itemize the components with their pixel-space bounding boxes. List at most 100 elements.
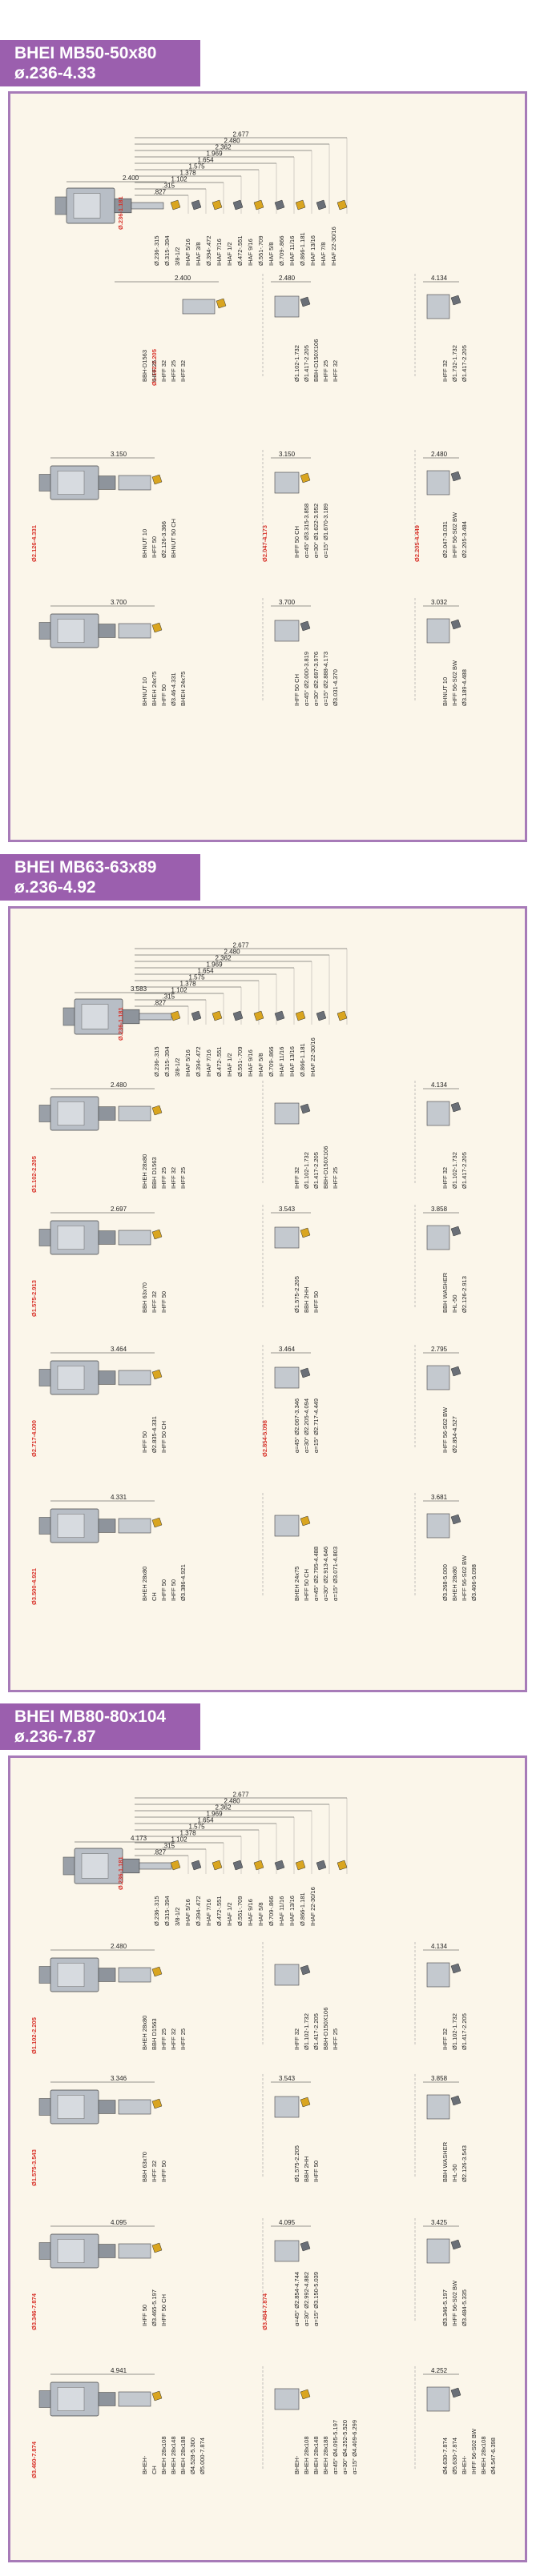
- insert-tip: [316, 1010, 327, 1021]
- holder-nose: [122, 1009, 140, 1025]
- boring-bar: [139, 1013, 172, 1021]
- tool-spec-label: IHAF 9/16: [247, 239, 254, 266]
- boring-bar: [426, 618, 450, 644]
- tool-spec-label: Ø.236-.315: [153, 1896, 160, 1926]
- tool-spec-label: IHL-50: [451, 1294, 458, 1313]
- top-dimension-label: 2.480: [224, 1798, 241, 1805]
- tool-spec-label: BBH-D150X106: [322, 2008, 329, 2050]
- top-dimension-label: 1.378: [180, 981, 197, 988]
- section-header: BHEI MB50-50x80 ø.236-4.33: [0, 40, 200, 86]
- tool-spec-label: IHFF 50: [160, 1579, 167, 1601]
- holder-nose: [98, 2244, 116, 2258]
- tool-spec-label: BHEH 28x80: [141, 1567, 148, 1601]
- holder-nose: [98, 1968, 116, 1982]
- top-dimension-label: 1.654: [198, 157, 215, 164]
- tool-spec-label: BHEH 28x108: [303, 2436, 310, 2474]
- tool-spec-label: IHFF 50: [141, 2305, 148, 2326]
- tool-spec-label: IHAF 7/16: [216, 239, 223, 266]
- tool-spec-label: IHFF 32: [151, 1291, 158, 1313]
- diameter-range-label: Ø3.500-4.921: [30, 1568, 38, 1605]
- tool-spec-label: Ø2.835-4.331: [151, 1416, 158, 1453]
- tool-spec-label: BHEH 24x75: [151, 672, 158, 706]
- holder-shank: [62, 1007, 77, 1026]
- insert-tip: [300, 1227, 311, 1238]
- tool-spec-label: BHNUT 10: [141, 677, 148, 706]
- tool-spec-label: IHFF 56-S02 BW: [451, 660, 458, 706]
- holder-length-label: 3.681: [431, 1494, 448, 1501]
- insert-tip: [253, 199, 264, 211]
- holder-length-label: 2.400: [123, 175, 139, 182]
- tool-spec-label: Ø.551-.709: [257, 235, 264, 266]
- insert-tip: [300, 1367, 311, 1378]
- tool-spec-label: Ø.709-.866: [268, 1896, 275, 1926]
- tool-spec-label: Ø.394-.472: [195, 1046, 202, 1077]
- insert-tip: [450, 1514, 461, 1525]
- holder-face: [57, 619, 85, 643]
- insert-tip: [337, 1010, 348, 1021]
- top-dimension-label: 2.362: [216, 1804, 232, 1812]
- tool-spec-label: α=30° Ø1.622-3.952: [312, 504, 320, 558]
- tool-spec-label: Ø.866-1.181: [299, 1892, 306, 1926]
- boring-bar: [274, 1366, 300, 1389]
- insert-tip: [253, 1860, 264, 1871]
- insert-tip: [151, 1229, 163, 1240]
- insert-tip: [232, 199, 244, 211]
- tool-spec-label: Ø2.126-3.543: [461, 2145, 468, 2182]
- insert-tip: [337, 1860, 348, 1871]
- tool-spec-label: CH: [151, 2466, 158, 2474]
- holder-shank: [38, 474, 53, 492]
- tool-spec-label: IHFF 50: [312, 1291, 320, 1313]
- holder-nose: [98, 1106, 116, 1121]
- tool-spec-label: BHEH 28x148: [170, 2436, 177, 2474]
- holder-length-label: 3.858: [431, 1206, 448, 1213]
- tool-spec-label: Ø.315-.394: [163, 235, 171, 266]
- tool-spec-label: α=15° Ø4.409-6.299: [351, 2420, 358, 2474]
- tool-spec-label: Ø3.031-4.370: [332, 669, 339, 706]
- top-dimension-label: 1.575: [189, 163, 206, 171]
- tool-spec-label: CH: [151, 1592, 158, 1601]
- diameter-range-label: Ø.236-1.181: [117, 196, 124, 230]
- holder-shank: [38, 1229, 53, 1246]
- tool-spec-label: α=15° Ø3.071-4.803: [332, 1547, 339, 1601]
- tool-spec-label: Ø2.126-2.913: [461, 1276, 468, 1313]
- tool-spec-label: 3/8-1/2: [174, 247, 181, 266]
- tool-spec-label: IHFF 32: [160, 360, 167, 382]
- tool-spec-label: 3/8-1/2: [174, 1908, 181, 1926]
- holder-length-label: 2.400: [175, 275, 191, 282]
- top-dimension-label: 1.654: [198, 968, 215, 975]
- holder-shank: [38, 2242, 53, 2260]
- boring-bar: [274, 2240, 300, 2262]
- holder-length-label: 3.583: [131, 985, 147, 993]
- insert-tip: [450, 1366, 461, 1377]
- holder-length-label: 4.941: [111, 2367, 127, 2374]
- tool-spec-label: BHEH 28x108: [480, 2436, 487, 2474]
- tool-spec-label: IHFF 50 CH: [293, 674, 300, 706]
- insert-tip: [300, 620, 311, 632]
- holder-nose: [98, 1519, 116, 1533]
- holder-shank: [54, 196, 69, 215]
- holder-length-label: 3.150: [279, 451, 296, 458]
- holder-length-label: 4.095: [279, 2219, 296, 2226]
- tool-spec-label: Ø1.575-2.205: [293, 1276, 300, 1313]
- insert-tip: [170, 1010, 181, 1021]
- tool-spec-label: Ø.236-.315: [153, 1046, 160, 1077]
- insert-tip: [300, 2389, 311, 2400]
- insert-tip: [191, 199, 202, 211]
- insert-tip: [212, 1860, 223, 1871]
- holder-length-label: 3.464: [111, 1346, 127, 1353]
- insert-tip: [300, 2241, 311, 2252]
- tool-spec-label: Ø.236-.315: [153, 235, 160, 266]
- boring-bar: [426, 1513, 450, 1539]
- top-dimension-label: 1.969: [207, 1811, 224, 1818]
- diameter-range-label: Ø2.717-4.000: [30, 1420, 38, 1457]
- insert-tip: [170, 199, 181, 211]
- boring-bar: [139, 1862, 172, 1870]
- insert-tip: [450, 2387, 461, 2398]
- holder-face: [57, 2239, 85, 2263]
- holder-face: [57, 2387, 85, 2411]
- tool-spec-label: BBH-D1563: [141, 350, 148, 382]
- holder-nose: [98, 475, 116, 490]
- boring-bar: [118, 2243, 151, 2259]
- holder-length-label: 2.480: [279, 275, 296, 282]
- tool-spec-label: IHAF 5/8: [257, 1902, 264, 1926]
